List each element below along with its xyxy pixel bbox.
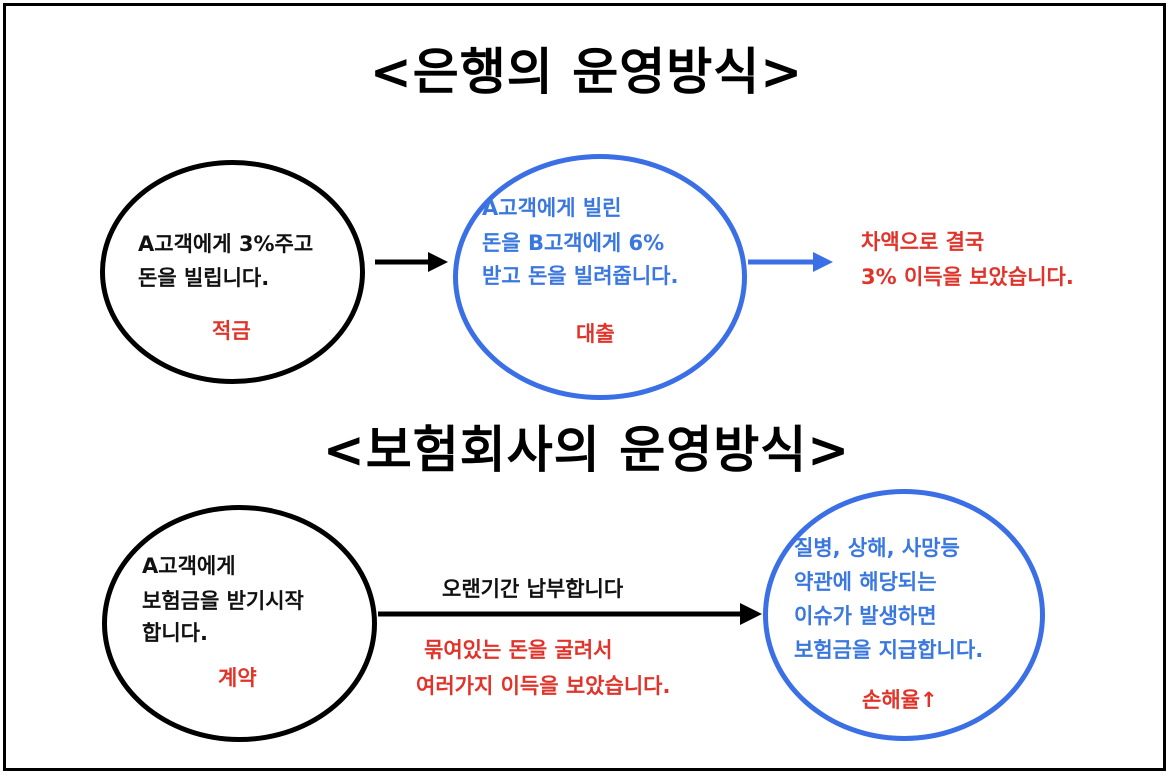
bank-loan-line-1: A고객에게 빌린: [482, 196, 622, 220]
insurance-contract-line-2: 보험금을 받기시작: [142, 589, 304, 613]
insurance-payout-line-4: 보험금을 지급합니다.: [794, 638, 984, 662]
insurance-payout-line-2: 약관에 해당되는: [794, 570, 937, 594]
insurance-payout-tag: 손해율↑: [862, 688, 938, 712]
bank-arrow-1: [375, 252, 448, 272]
insurance-contract-line-1: A고객에게: [142, 554, 236, 578]
bank-deposit-line-2: 돈을 빌립니다.: [138, 266, 270, 290]
insurance-payout-line-1: 질병, 상해, 사망등: [794, 536, 960, 560]
bank-loan-tag: 대출: [576, 322, 615, 346]
bank-deposit-tag: 적금: [212, 319, 251, 343]
bank-result-line-1: 차액으로 결국: [861, 230, 985, 254]
diagram-frame: [3, 3, 1166, 771]
bank-result-line-2: 3% 이득을 보았습니다.: [861, 265, 1074, 289]
insurance-title: <보험회사의 운영방식>: [322, 421, 851, 479]
insurance-contract-circle: [102, 505, 377, 742]
bank-loan-line-3: 받고 돈을 빌려줍니다.: [482, 264, 679, 288]
bank-loan-circle: [453, 154, 747, 400]
bank-title: <은행의 운영방식>: [369, 43, 804, 101]
insurance-note-line-1: 묶여있는 돈을 굴려서: [424, 638, 613, 662]
insurance-note-line-2: 여러가지 이득을 보았습니다.: [416, 674, 671, 698]
insurance-contract-line-3: 합니다.: [142, 621, 208, 645]
insurance-arrow: [378, 603, 762, 625]
bank-loan-line-2: 돈을 B고객에게 6%: [482, 231, 665, 255]
insurance-payout-line-3: 이슈가 발생하면: [794, 604, 937, 628]
insurance-payout-circle: [763, 489, 1045, 741]
bank-arrow-2: [748, 252, 833, 272]
insurance-arrow-label: 오랜기간 납부합니다: [442, 577, 624, 601]
insurance-contract-tag: 계약: [218, 666, 257, 690]
bank-deposit-line-1: A고객에게 3%주고: [138, 232, 314, 256]
bank-deposit-circle: [100, 160, 365, 384]
